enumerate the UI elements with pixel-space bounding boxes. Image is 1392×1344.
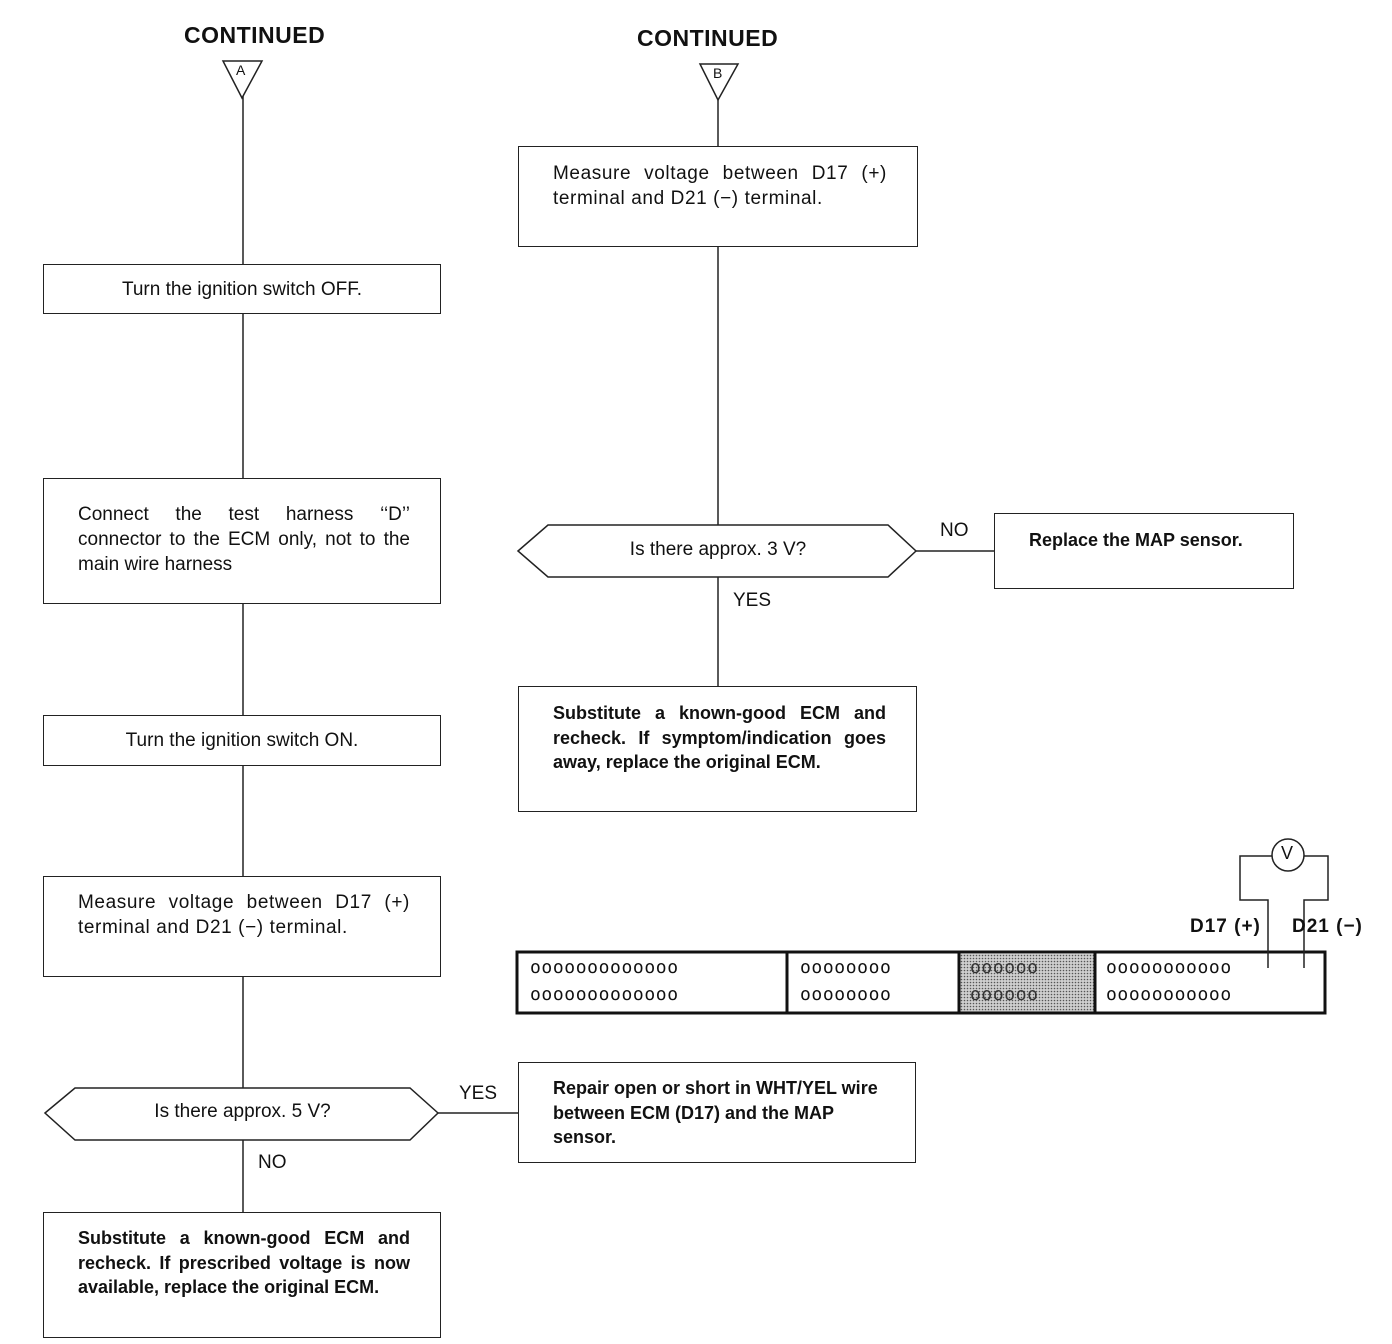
section2-row-top: oooooooo: [800, 957, 892, 978]
decision-3v-text: Is there approx. 3 V?: [629, 539, 807, 560]
step-connect-harness-text: Connect the test harness ‘‘D’’ connector…: [78, 504, 410, 575]
step-ignition-off-text: Turn the ignition switch OFF.: [121, 279, 363, 300]
section2-row-bottom: oooooooo: [800, 984, 892, 1005]
result-substitute-ecm-right-text: Substitute a known-good ECM and recheck.…: [553, 703, 886, 772]
result-replace-map-sensor: Replace the MAP sensor.: [994, 513, 1294, 589]
connector-b-label: B: [713, 65, 723, 81]
decision-5v-no-label: NO: [258, 1152, 287, 1173]
probe-plus-wire: [1239, 855, 1272, 968]
decision-3v-shape: [516, 524, 918, 578]
header-continued-right: CONTINUED: [637, 25, 779, 51]
result-substitute-ecm-right: Substitute a known-good ECM and recheck.…: [518, 686, 917, 812]
step-ignition-on-text: Turn the ignition switch ON.: [125, 730, 359, 751]
result-replace-map-sensor-text: Replace the MAP sensor.: [1029, 530, 1243, 550]
result-substitute-ecm-left: Substitute a known-good ECM and recheck.…: [43, 1212, 441, 1338]
result-repair-wire-text: Repair open or short in WHT/YEL wire bet…: [553, 1078, 878, 1147]
decision-5v-shape: [43, 1087, 440, 1141]
section4-row-bottom: ooooooooooo: [1106, 984, 1232, 1005]
decision-3v-no-label: NO: [940, 520, 969, 541]
step-connect-harness: Connect the test harness ‘‘D’’ connector…: [43, 478, 441, 604]
connector-a-label: A: [236, 62, 246, 78]
step-measure-voltage-left: Measure voltage between D17 (+) terminal…: [43, 876, 441, 977]
connector-b-icon: [698, 63, 740, 102]
shaded-section: [959, 954, 1095, 1012]
step-measure-voltage-right: Measure voltage between D17 (+) terminal…: [518, 146, 918, 247]
step-ignition-on: Turn the ignition switch ON.: [43, 715, 441, 766]
step-ignition-off: Turn the ignition switch OFF.: [43, 264, 441, 314]
probe-minus-wire: [1302, 855, 1329, 968]
pin-d21-label: D21 (−): [1292, 916, 1363, 937]
step-measure-voltage-left-text: Measure voltage between D17 (+) terminal…: [78, 892, 410, 938]
section1-row-bottom: ooooooooooooo: [530, 984, 679, 1005]
section4-row-top: ooooooooooo: [1106, 957, 1232, 978]
decision-5v-text: Is there approx. 5 V?: [154, 1101, 331, 1122]
ecm-connector-outline: [515, 950, 1327, 1015]
section3-row-bottom: oooooo: [970, 984, 1039, 1005]
connector-a-icon: [221, 60, 264, 100]
header-continued-left: CONTINUED: [184, 22, 326, 48]
result-substitute-ecm-left-text: Substitute a known-good ECM and recheck.…: [78, 1228, 410, 1297]
voltmeter-label: V: [1281, 843, 1294, 863]
section3-row-top: oooooo: [970, 957, 1039, 978]
result-repair-wire: Repair open or short in WHT/YEL wire bet…: [518, 1062, 916, 1163]
section1-row-top: ooooooooooooo: [530, 957, 679, 978]
decision-5v-yes-label: YES: [459, 1083, 498, 1104]
pin-d17-label: D17 (+): [1190, 916, 1261, 937]
voltmeter-icon: [1271, 838, 1305, 872]
decision-3v-yes-label: YES: [733, 590, 772, 611]
step-measure-voltage-right-text: Measure voltage between D17 (+) terminal…: [553, 163, 887, 209]
